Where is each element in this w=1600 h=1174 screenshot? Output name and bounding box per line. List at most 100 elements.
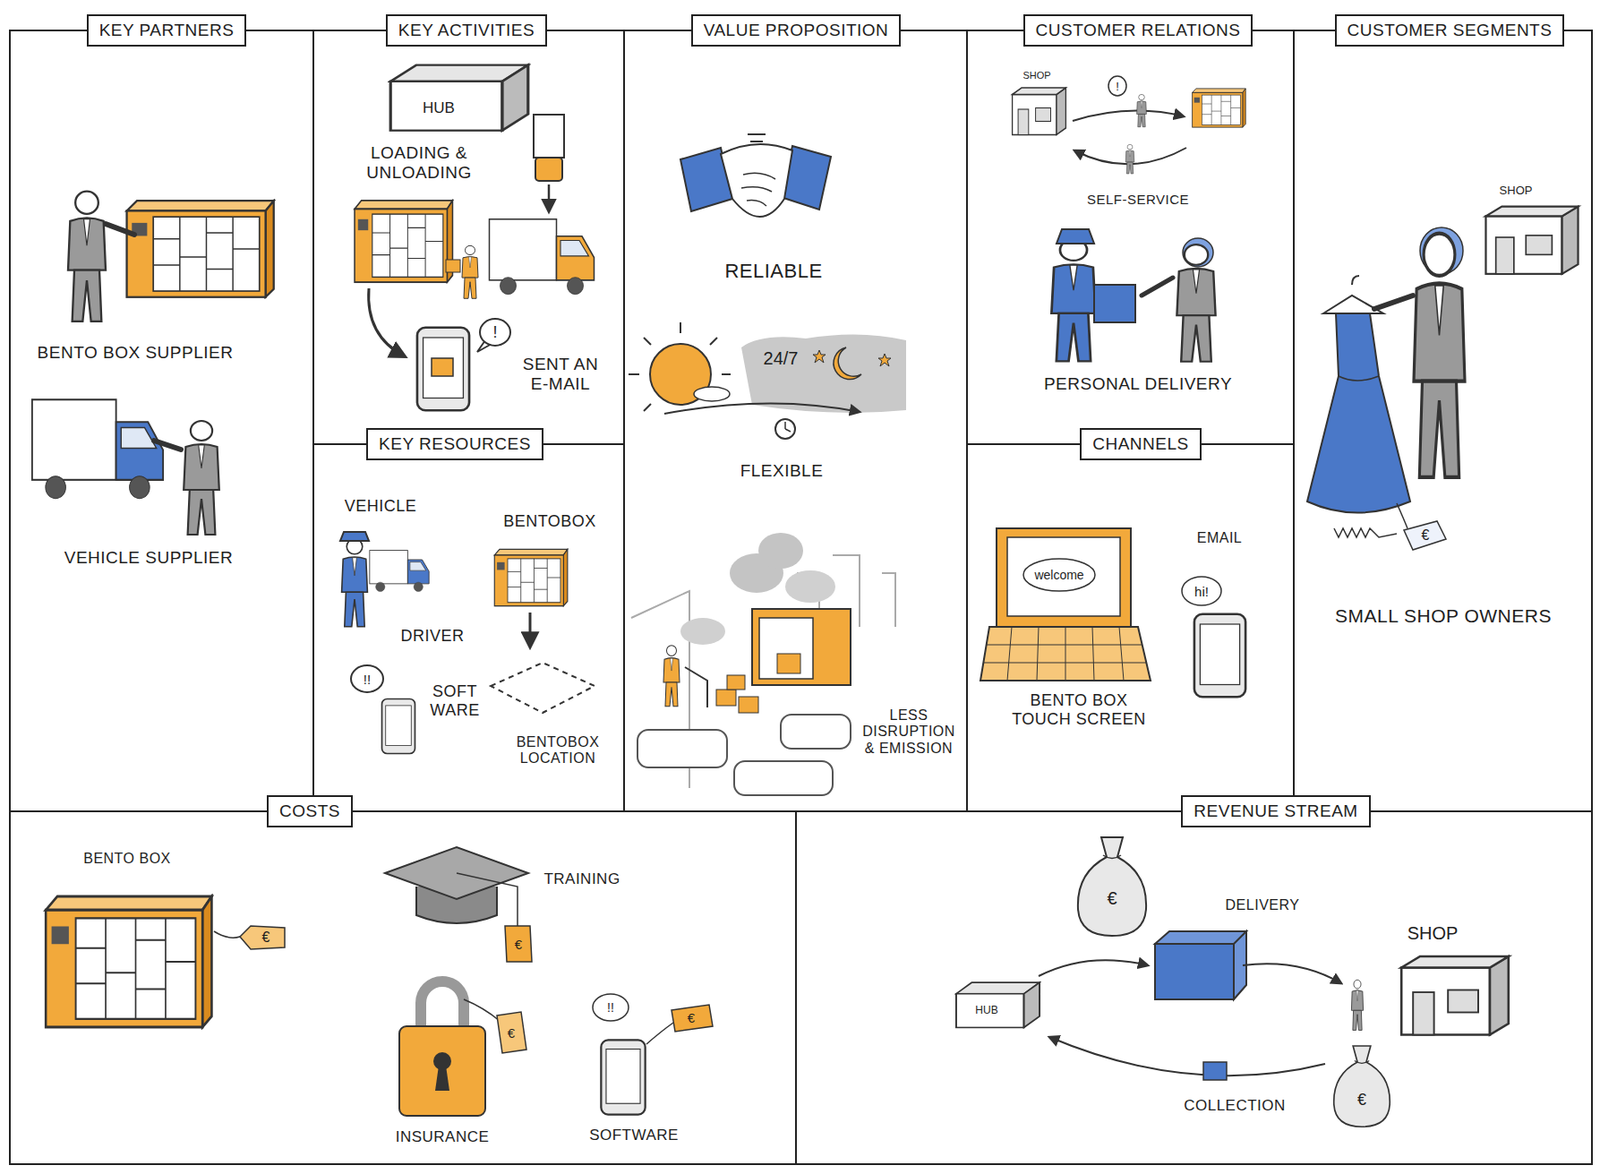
bento-box-supplier-figure	[127, 200, 274, 298]
handshake-figure	[741, 172, 776, 206]
software-cost-figure	[600, 1039, 645, 1114]
vehicle-supplier-figure	[154, 440, 181, 450]
shop-owner-figure	[1374, 295, 1413, 309]
training-cost-figure	[385, 847, 532, 962]
training-cost-figure	[504, 925, 532, 962]
illustration-text: €	[1421, 528, 1430, 543]
illustration-text: €	[262, 930, 271, 945]
handshake-figure	[747, 134, 766, 142]
canvas-section: KEY ACTIVITIESLOADING & UNLOADINGSENT AN…	[312, 29, 625, 445]
item-label: FLEXIBLE	[710, 461, 854, 481]
item-label: LOADING & UNLOADING	[351, 143, 487, 183]
bento-box-cost-figure	[213, 931, 240, 938]
touch-screen-figure	[1007, 537, 1121, 617]
day-night-figure	[664, 402, 860, 414]
day-night-figure	[775, 419, 796, 439]
revenue-cycle-figure	[1038, 959, 1148, 976]
touch-screen-figure	[1023, 558, 1096, 591]
day-night-figure	[628, 322, 731, 411]
illustration-text: welcome	[1034, 568, 1084, 582]
section-heading: REVENUE STREAM	[1180, 795, 1370, 828]
loading-figure	[354, 65, 594, 357]
item-label: BENTO BOX SUPPLIER	[27, 342, 243, 363]
touch-screen-figure	[980, 528, 1151, 681]
day-night-figure	[628, 322, 907, 439]
revenue-cycle-figure	[1078, 837, 1147, 936]
item-label: TRAINING	[537, 870, 627, 889]
item-label: INSURANCE	[384, 1128, 501, 1147]
canvas-section: CUSTOMER SEGMENTSSMALL SHOP OWNERS	[1292, 29, 1593, 813]
item-label: SMALL SHOP OWNERS	[1326, 605, 1560, 627]
traffic-figure	[738, 696, 759, 713]
item-label: PERSONAL DELIVERY	[1030, 374, 1246, 394]
illustration-text: €	[687, 1010, 695, 1025]
shop-owner-figure	[1307, 206, 1579, 550]
driver-figure	[340, 531, 369, 541]
personal-delivery-figure	[1056, 229, 1095, 244]
traffic-figure	[758, 532, 804, 569]
software-cost-figure	[646, 1022, 674, 1044]
revenue-cycle-figure	[1078, 837, 1147, 936]
illustration-text: SHOP	[1407, 924, 1459, 942]
section-heading: KEY ACTIVITIES	[385, 14, 548, 47]
self-service-figure	[1108, 76, 1127, 96]
traffic-figure	[631, 532, 896, 796]
item-label: SENT AN E-MAIL	[515, 354, 606, 394]
item-label: EMAIL	[1179, 530, 1260, 547]
canvas-section: REVENUE STREAMDELIVERYCOLLECTION	[795, 810, 1593, 1165]
revenue-cycle-figure	[1334, 1045, 1391, 1127]
personal-delivery-figure	[1141, 277, 1173, 296]
day-night-figure	[878, 353, 891, 367]
illustration-text: !	[492, 324, 497, 341]
touch-screen-figure	[980, 626, 1151, 681]
item-label: BENTOBOX LOCATION	[508, 734, 608, 768]
shop-owner-figure	[1413, 233, 1465, 478]
email-figure	[417, 327, 470, 411]
item-label: BENTO BOX TOUCH SCREEN	[1007, 691, 1151, 728]
insurance-cost-figure	[435, 1065, 450, 1091]
insurance-cost-figure	[420, 981, 464, 1030]
illustration-text: 24/7	[763, 349, 799, 368]
revenue-cycle-figure	[1242, 963, 1342, 984]
illustration-text: SHOP	[1499, 184, 1533, 197]
shop-owner-figure	[1338, 376, 1379, 381]
email-figure	[479, 318, 511, 346]
canvas-section: KEY RESOURCESVEHICLEBENTOBOXDRIVERSOFT W…	[312, 443, 625, 813]
loading-figure	[368, 288, 405, 357]
illustration-text: hi!	[1194, 584, 1209, 599]
item-label: SOFTWARE	[580, 1126, 688, 1145]
revenue-cycle-figure	[1203, 1061, 1227, 1080]
section-heading: COSTS	[266, 795, 353, 828]
loading-figure	[354, 200, 453, 283]
revenue-cycle-figure	[1354, 1060, 1369, 1063]
revenue-cycle-figure	[1401, 956, 1509, 1036]
revenue-cycle-figure	[1351, 979, 1363, 1030]
illustration-text: SHOP	[1022, 70, 1051, 81]
illustration-text: €	[514, 937, 522, 951]
bento-box-cost-figure	[45, 896, 285, 1027]
section-heading: CHANNELS	[1079, 427, 1201, 461]
traffic-figure	[777, 653, 801, 674]
illustration-text: €	[1106, 889, 1117, 907]
canvas-section: VALUE PROPOSITIONRELIABLEFLEXIBLELESS DI…	[623, 29, 968, 813]
traffic-figure	[684, 667, 708, 708]
insurance-cost-figure	[496, 1011, 527, 1053]
traffic-figure	[780, 714, 851, 749]
illustration-text: HUB	[975, 1004, 998, 1016]
illustration-text: €	[507, 1026, 515, 1040]
driver-figure	[340, 531, 429, 627]
day-night-figure	[741, 333, 907, 412]
personal-delivery-figure	[1051, 239, 1096, 361]
canvas-section: CHANNELSBENTO BOX TOUCH SCREENEMAIL	[966, 443, 1295, 813]
illustration-text: !!	[607, 1001, 615, 1014]
bento-box-supplier-figure	[105, 223, 135, 235]
self-service-figure	[1012, 76, 1247, 174]
item-label: BENTO BOX	[73, 850, 181, 867]
loading-figure	[445, 259, 461, 273]
shop-owner-figure	[1396, 503, 1408, 529]
day-night-figure	[693, 386, 730, 402]
email-figure	[431, 358, 454, 377]
bentobox-figure	[490, 662, 595, 713]
